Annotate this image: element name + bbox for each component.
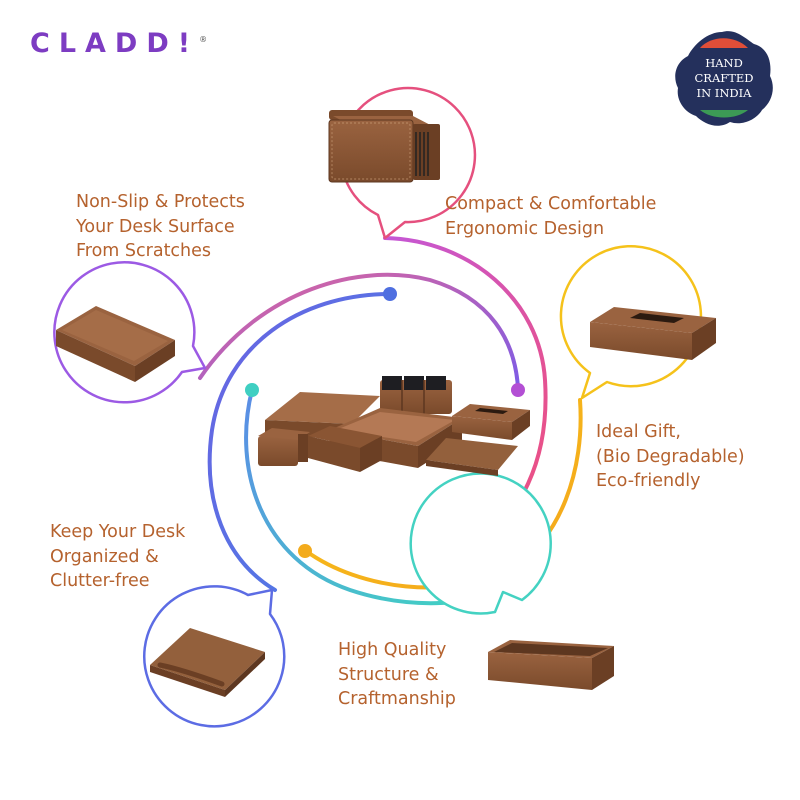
feature-nonslip: Non-Slip & Protects Your Desk Surface Fr… [76, 192, 245, 261]
feature-organized: Keep Your Desk Organized & Clutter-free [50, 522, 186, 591]
hand-crafted-seal: HAND CRAFTED IN INDIA [675, 31, 773, 126]
arc-dot-purple [511, 383, 525, 397]
bubble-pentray [409, 472, 614, 690]
mouse-pad-image [150, 628, 265, 697]
feature-gift: Ideal Gift, (Bio Degradable) Eco-friendl… [596, 422, 745, 491]
seal-line-3: IN INDIA [697, 86, 753, 100]
bubble-coaster [328, 86, 477, 240]
arc-blue [207, 292, 390, 592]
coaster-box-image [328, 110, 440, 183]
brand-name: CLADD! [30, 28, 200, 59]
bubble-tray [53, 261, 207, 404]
arc-purple [198, 272, 520, 390]
desk-set-image [258, 376, 530, 476]
arc-dot-yellow [298, 544, 312, 558]
brand-logo: CLADD!® [30, 28, 207, 59]
seal-line-1: HAND [705, 56, 743, 70]
bubble-tissue [559, 245, 716, 400]
bubble-mousepad [143, 585, 286, 728]
feature-quality: High Quality Structure & Craftmanship [338, 640, 456, 709]
arc-dot-blue [383, 287, 397, 301]
letter-tray-image [56, 306, 175, 382]
seal-line-2: CRAFTED [694, 71, 753, 85]
pen-tray-image [488, 640, 614, 690]
tissue-box-image [590, 307, 716, 360]
seal-badge [675, 31, 773, 126]
arc-dot-teal [245, 383, 259, 397]
registered-mark: ® [199, 35, 208, 44]
feature-compact: Compact & Comfortable Ergonomic Design [445, 194, 657, 239]
